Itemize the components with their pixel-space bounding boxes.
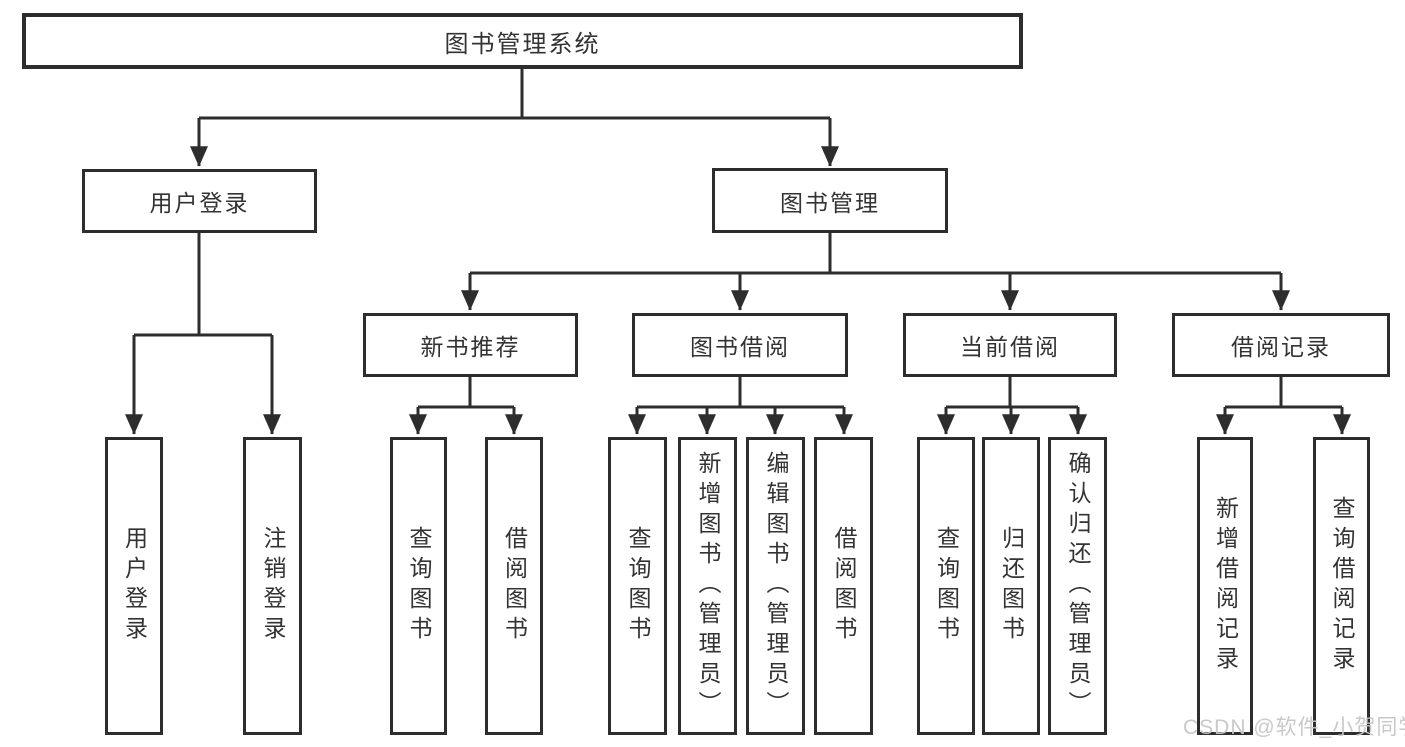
leaf-current-borrowing-query-books: 查询图书 [917, 437, 975, 735]
leaf-current-borrowing-return-books-label: 归还图书 [998, 526, 1025, 646]
leaf-borrowing-records-add-record: 新增借阅记录 [1197, 437, 1253, 735]
node-book-management: 图书管理 [712, 168, 948, 233]
leaf-book-borrowing-edit-books-admin-label: 编辑图书（管理员） [763, 451, 789, 721]
node-book-borrowing: 图书借阅 [632, 313, 848, 377]
leaf-book-borrowing-edit-books-admin: 编辑图书（管理员） [746, 437, 805, 735]
leaf-book-borrowing-add-books-admin: 新增图书（管理员） [678, 437, 737, 735]
leaf-book-borrowing-add-books-admin-label: 新增图书（管理员） [695, 451, 721, 721]
node-library-management-system-label: 图书管理系统 [444, 30, 601, 58]
node-book-management-label: 图书管理 [780, 189, 880, 216]
leaf-current-borrowing-confirm-return-admin: 确认归还（管理员） [1048, 437, 1107, 735]
leaf-user-login-action-label: 用户登录 [121, 526, 148, 646]
leaf-book-borrowing-query-books: 查询图书 [608, 437, 667, 735]
node-borrowing-records-label: 借阅记录 [1231, 334, 1331, 360]
node-current-borrowing-label: 当前借阅 [960, 334, 1060, 360]
leaf-borrowing-records-query-record-label: 查询借阅记录 [1329, 496, 1355, 676]
leaf-borrowing-records-add-record-label: 新增借阅记录 [1212, 496, 1239, 676]
node-borrowing-records: 借阅记录 [1172, 313, 1390, 377]
leaf-logout-action: 注销登录 [243, 437, 302, 735]
leaf-current-borrowing-return-books: 归还图书 [982, 437, 1040, 735]
leaf-current-borrowing-confirm-return-admin-label: 确认归还（管理员） [1065, 451, 1091, 721]
leaf-borrowing-records-query-record: 查询借阅记录 [1313, 437, 1370, 735]
leaf-recommendation-query-books-label: 查询图书 [406, 526, 432, 646]
leaf-book-borrowing-borrow-books: 借阅图书 [814, 437, 873, 735]
csdn-watermark: CSDN @软件_小贺同学 [1183, 716, 1405, 739]
leaf-recommendation-borrow-books-label: 借阅图书 [501, 526, 528, 646]
leaf-current-borrowing-query-books-label: 查询图书 [933, 526, 960, 646]
node-new-book-recommendation-label: 新书推荐 [420, 334, 521, 360]
node-user-login: 用户登录 [82, 169, 317, 233]
leaf-book-borrowing-query-books-label: 查询图书 [625, 526, 651, 646]
leaf-user-login-action: 用户登录 [105, 437, 163, 735]
node-user-login-label: 用户登录 [149, 190, 250, 216]
leaf-recommendation-query-books: 查询图书 [390, 437, 447, 735]
node-library-management-system: 图书管理系统 [22, 13, 1023, 69]
leaf-recommendation-borrow-books: 借阅图书 [485, 437, 543, 735]
node-new-book-recommendation: 新书推荐 [363, 313, 578, 377]
node-current-borrowing: 当前借阅 [903, 313, 1117, 377]
node-book-borrowing-label: 图书借阅 [690, 334, 790, 360]
leaf-logout-action-label: 注销登录 [260, 526, 286, 646]
leaf-book-borrowing-borrow-books-label: 借阅图书 [831, 526, 857, 646]
